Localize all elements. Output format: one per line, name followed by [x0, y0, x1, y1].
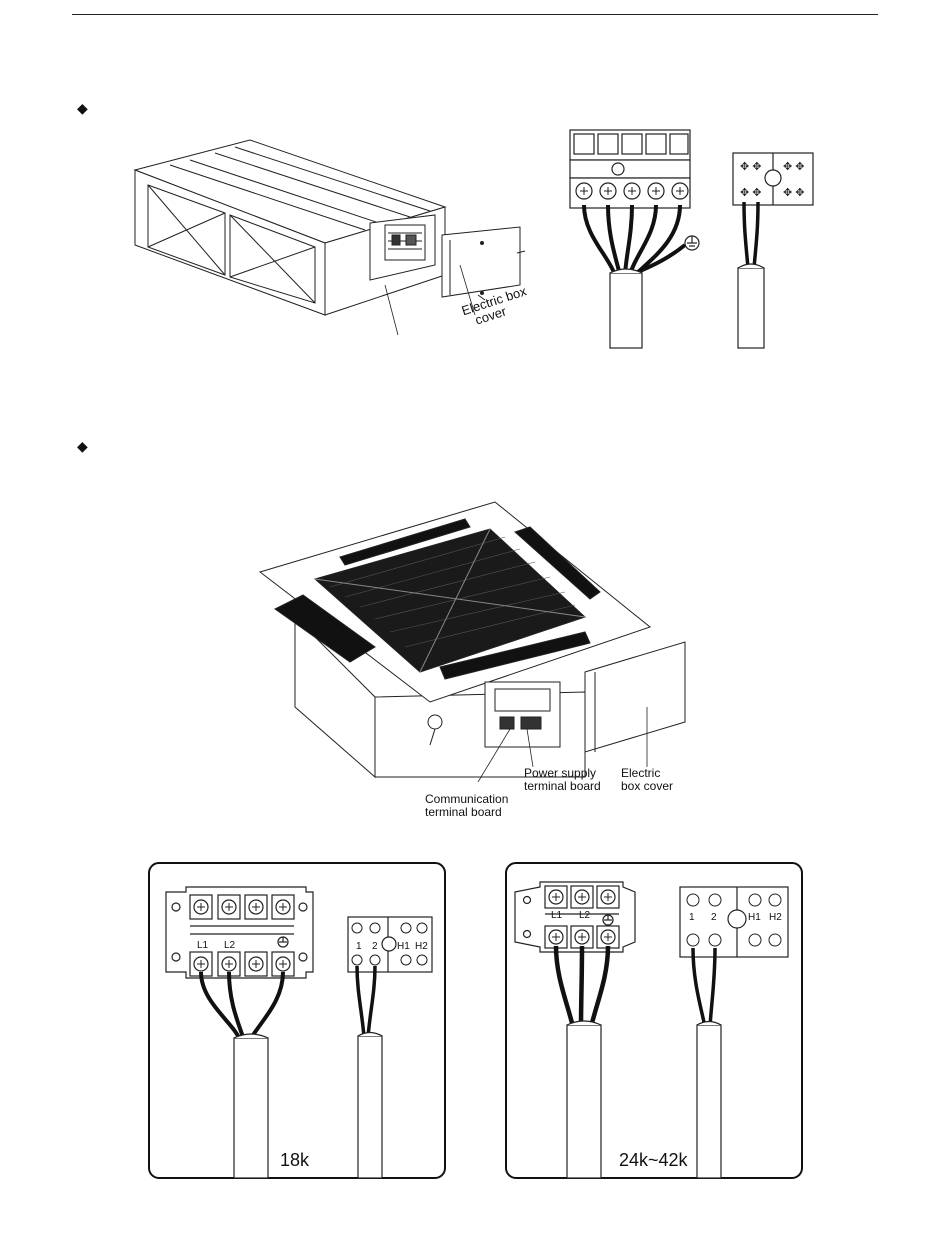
24k-comm-h1-label: H1	[748, 912, 761, 923]
power-supply-label-line2: terminal board	[524, 780, 601, 793]
24k-l1-label: L1	[551, 910, 562, 921]
duct-comm-terminal-block: ✥ ✥ ✥ ✥ ✥ ✥ ✥ ✥	[728, 150, 818, 350]
svg-text:✥ ✥: ✥ ✥	[783, 161, 805, 173]
18k-l1-label: L1	[197, 940, 208, 951]
18k-l2-label: L2	[224, 940, 235, 951]
24k-comm-2-label: 2	[711, 912, 717, 923]
18k-comm-h1-label: H1	[397, 941, 410, 952]
24k-42k-caption: 24k~42k	[619, 1150, 688, 1171]
wiring-panel-18k	[148, 862, 446, 1180]
svg-text:✥ ✥: ✥ ✥	[783, 187, 805, 199]
duct-power-terminal-block	[560, 125, 710, 350]
communication-label-line2: terminal board	[425, 806, 508, 819]
svg-text:✥ ✥: ✥ ✥	[740, 161, 762, 173]
18k-caption: 18k	[280, 1150, 309, 1171]
bullet-marker-2: ◆	[77, 439, 88, 453]
18k-comm-1-label: 1	[356, 941, 362, 952]
bullet-marker-1: ◆	[77, 101, 88, 115]
svg-text:✥ ✥: ✥ ✥	[740, 187, 762, 199]
cassette-cover-label-line2: box cover	[621, 780, 673, 793]
wiring-panel-24k-42k	[505, 862, 803, 1180]
24k-comm-1-label: 1	[689, 912, 695, 923]
cassette-unit-illustration	[255, 497, 705, 782]
18k-comm-h2-label: H2	[415, 941, 428, 952]
18k-comm-2-label: 2	[372, 941, 378, 952]
header-rule	[72, 14, 878, 15]
24k-comm-h2-label: H2	[769, 912, 782, 923]
24k-l2-label: L2	[579, 910, 590, 921]
